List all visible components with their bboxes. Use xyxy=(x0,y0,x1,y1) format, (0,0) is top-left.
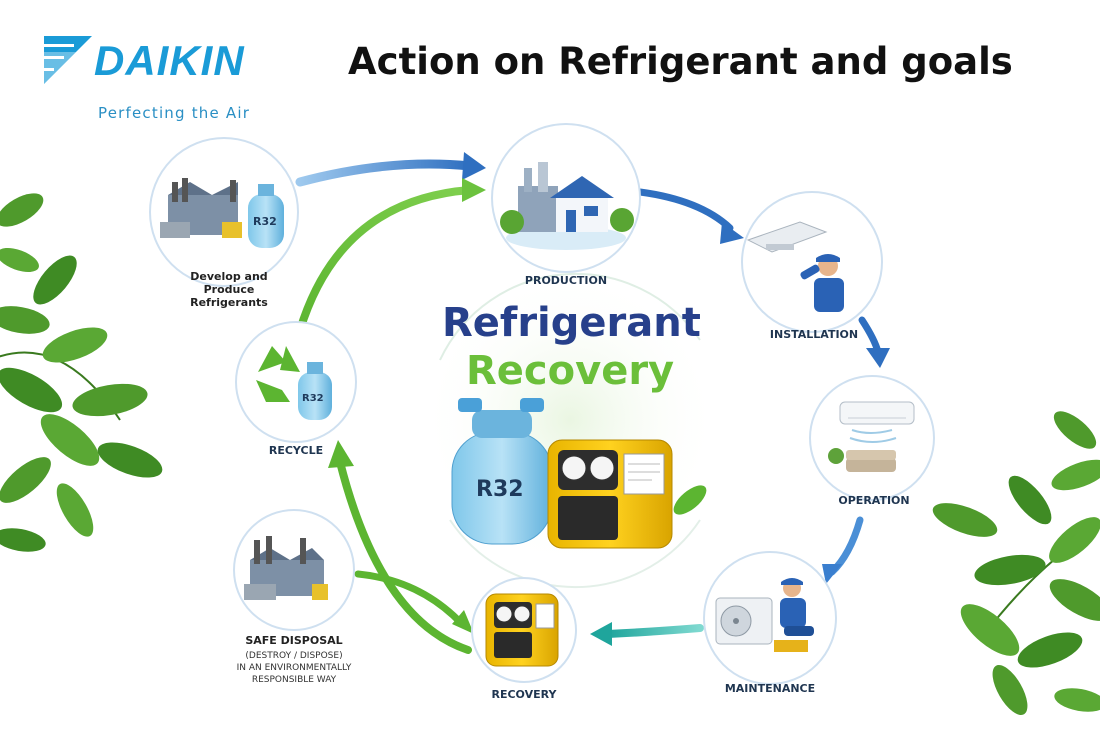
factory-icon xyxy=(160,178,242,238)
label-disposal-sub2: IN AN ENVIRONMENTALLY xyxy=(236,663,352,673)
recovery-machine-icon xyxy=(485,593,559,667)
brand-logo: DAIKIN xyxy=(42,33,292,89)
label-disposal-sub1: (DESTROY / DISPOSE) xyxy=(245,651,343,661)
wall-ac-icon xyxy=(839,401,915,443)
node-installation xyxy=(741,191,883,333)
node-maintenance xyxy=(703,551,837,685)
label-recycle: RECYCLE xyxy=(268,444,324,457)
cycle-arrows xyxy=(295,152,890,654)
center-title-line1: Refrigerant xyxy=(442,300,701,346)
r32-cylinder-icon: R32 xyxy=(248,184,284,248)
node-production xyxy=(491,123,641,273)
ceiling-ac-icon xyxy=(746,221,828,253)
r32-cylinder-small-icon: R32 xyxy=(298,362,332,420)
leaves-left-icon xyxy=(0,193,163,552)
center-title-line2: Recovery xyxy=(466,348,675,394)
leaf-accent-icon xyxy=(673,485,707,515)
repairman-icon xyxy=(774,578,814,652)
svg-text:R32: R32 xyxy=(253,215,277,228)
node-develop: R32 xyxy=(149,137,299,287)
center-illustration: R32 xyxy=(451,398,707,549)
page-title: Action on Refrigerant and goals xyxy=(348,40,1013,83)
leaves-right-icon xyxy=(932,411,1100,715)
label-maintenance: MAINTENANCE xyxy=(724,682,816,695)
label-installation: INSTALLATION xyxy=(769,328,859,341)
disposal-factory-icon xyxy=(244,536,328,600)
plant-building-icon xyxy=(518,162,614,232)
brand-name: DAIKIN xyxy=(94,37,245,84)
label-disposal-sub3: RESPONSIBLE WAY xyxy=(251,675,337,685)
technician-icon xyxy=(800,254,844,312)
node-recovery xyxy=(471,577,577,683)
node-disposal xyxy=(233,509,355,631)
node-operation xyxy=(809,375,935,501)
brand-tagline: Perfecting the Air xyxy=(98,104,251,122)
sofa-icon xyxy=(828,448,896,472)
daikin-logo-icon xyxy=(44,36,92,84)
label-production: PRODUCTION xyxy=(524,274,608,287)
outdoor-unit-icon xyxy=(715,597,773,645)
r32-tank-icon: R32 xyxy=(451,398,553,545)
svg-text:R32: R32 xyxy=(476,477,524,502)
label-disposal: SAFE DISPOSAL xyxy=(245,634,343,647)
recovery-unit-icon xyxy=(547,439,673,549)
node-recycle: R32 xyxy=(235,321,357,443)
label-recovery: RECOVERY xyxy=(491,688,557,701)
recycle-icon xyxy=(256,346,300,402)
label-develop: Develop and Produce Refrigerants xyxy=(190,270,268,309)
label-operation: OPERATION xyxy=(838,494,910,507)
svg-text:R32: R32 xyxy=(302,393,324,404)
